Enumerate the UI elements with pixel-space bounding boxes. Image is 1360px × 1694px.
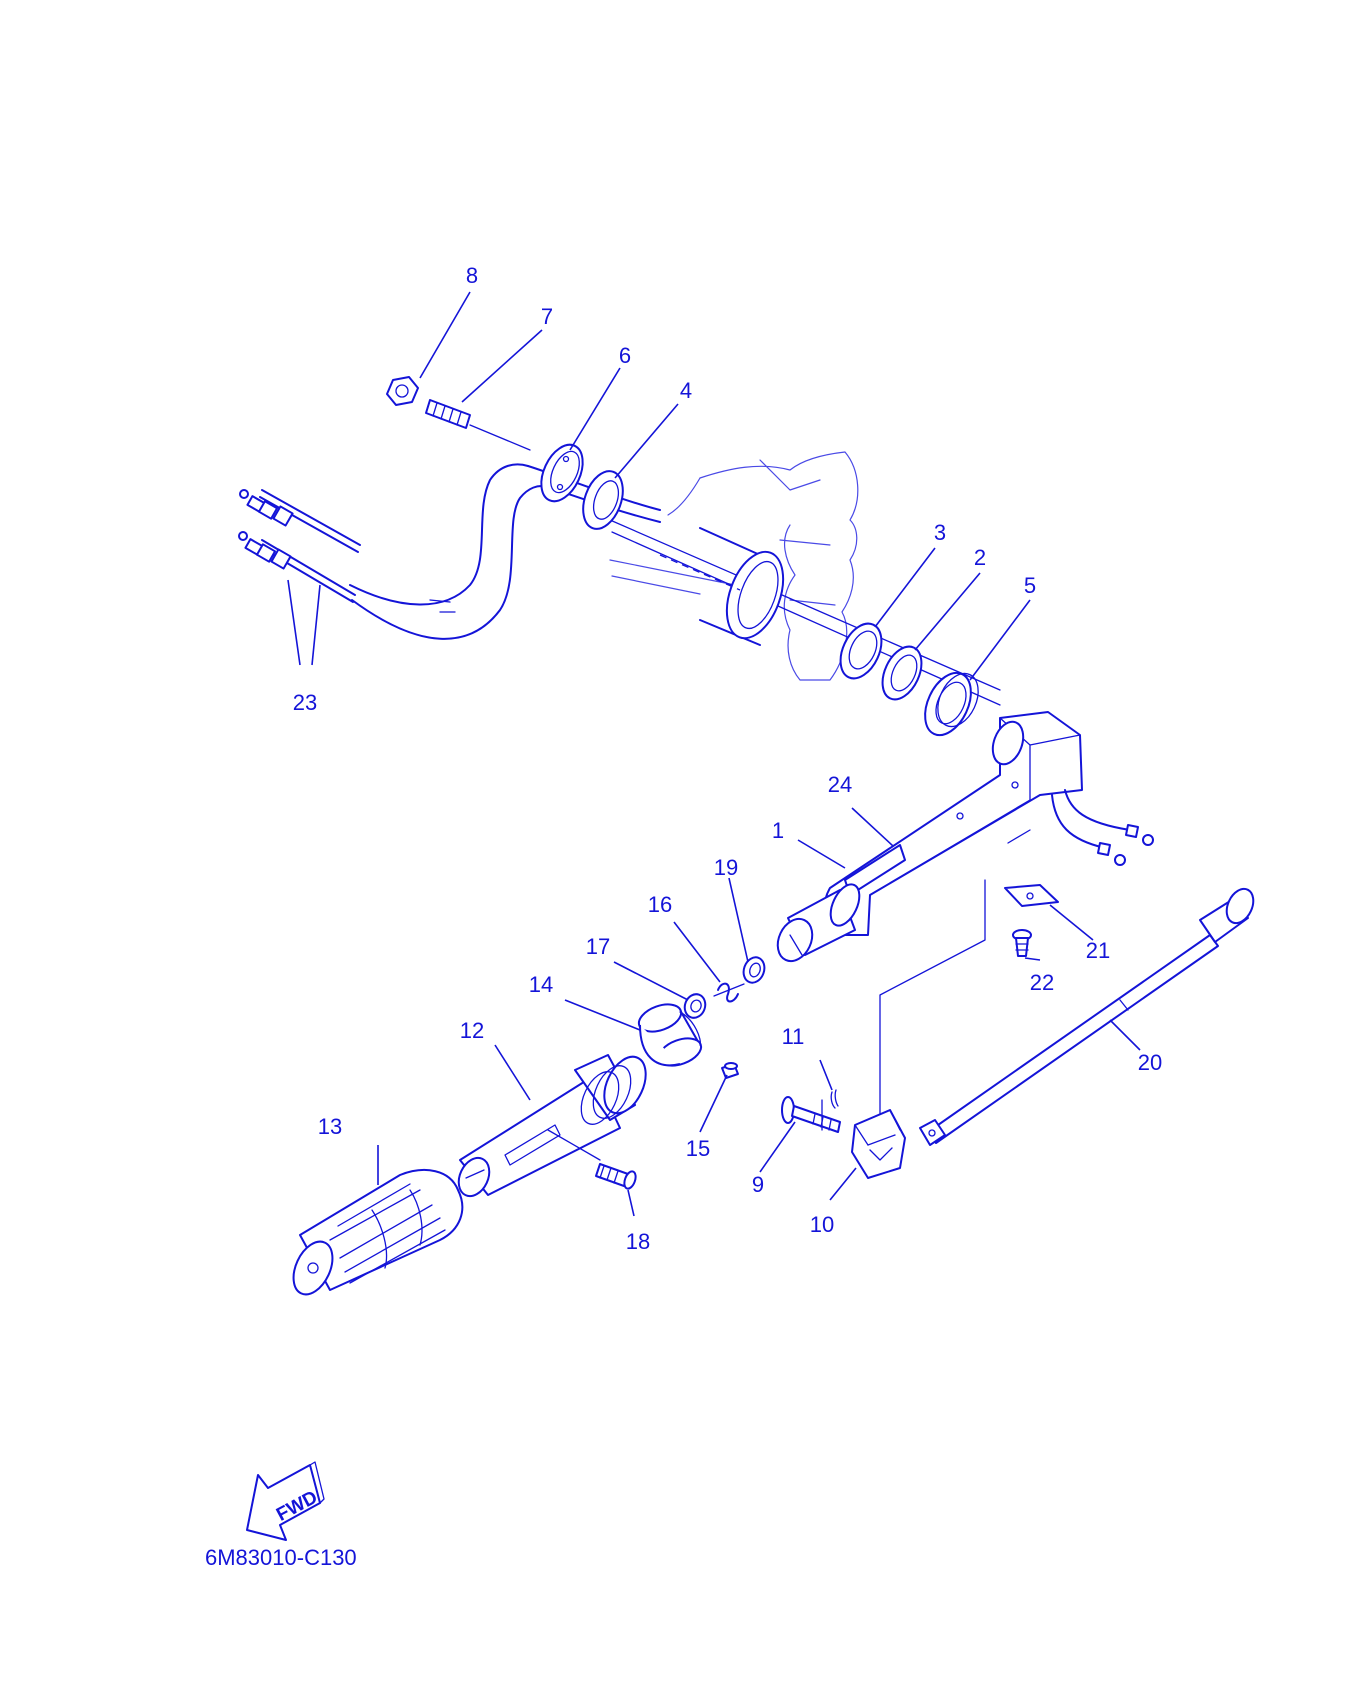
steering-handle-1 bbox=[776, 711, 1083, 963]
label-1: 1 bbox=[772, 818, 784, 843]
label-5: 5 bbox=[1024, 573, 1036, 598]
fwd-arrow-icon: FWD bbox=[246, 1461, 325, 1541]
steering-shaft-axis bbox=[469, 424, 1001, 706]
throttle-grip-13 bbox=[292, 1169, 464, 1296]
guide-10 bbox=[851, 1109, 906, 1179]
throttle-shaft-20 bbox=[919, 887, 1255, 1146]
label-13: 13 bbox=[318, 1114, 342, 1139]
washer-3 bbox=[839, 622, 883, 680]
label-9: 9 bbox=[752, 1172, 764, 1197]
label-4: 4 bbox=[680, 378, 692, 403]
label-24: 24 bbox=[828, 772, 852, 797]
label-22: 22 bbox=[1030, 970, 1054, 995]
collar-19 bbox=[742, 956, 766, 984]
label-18: 18 bbox=[626, 1229, 650, 1254]
screw-22 bbox=[1012, 929, 1032, 957]
bracket-sleeve bbox=[659, 527, 785, 646]
label-21: 21 bbox=[1086, 938, 1110, 963]
stud-bolt-7 bbox=[425, 399, 471, 429]
label-6: 6 bbox=[619, 343, 631, 368]
washer-17 bbox=[683, 993, 707, 1019]
label-20: 20 bbox=[1138, 1050, 1162, 1075]
leader-lines bbox=[287, 291, 1141, 1217]
label-15: 15 bbox=[686, 1136, 710, 1161]
pin-15 bbox=[721, 1062, 739, 1079]
assembly-guide-lines bbox=[879, 879, 986, 1136]
drawing-code: 6M83010-C130 bbox=[205, 1545, 357, 1570]
plate-21 bbox=[1004, 884, 1059, 907]
spring-16 bbox=[713, 982, 745, 1003]
label-8: 8 bbox=[466, 263, 478, 288]
label-12: 12 bbox=[460, 1018, 484, 1043]
throttle-sleeve-12 bbox=[457, 1054, 647, 1198]
washer-4 bbox=[582, 470, 624, 530]
cotter-pin-11 bbox=[821, 1089, 839, 1131]
kill-switch-wires bbox=[1051, 789, 1154, 866]
label-14: 14 bbox=[529, 972, 553, 997]
wave-washer-2 bbox=[881, 645, 923, 701]
plate-6 bbox=[540, 443, 584, 503]
label-16: 16 bbox=[648, 892, 672, 917]
engine-outline bbox=[609, 451, 859, 681]
label-17: 17 bbox=[586, 934, 610, 959]
part-number-labels: 1 2 3 4 5 6 7 8 9 10 11 12 13 14 15 16 1… bbox=[293, 263, 1162, 1254]
label-23: 23 bbox=[293, 690, 317, 715]
bolt-9 bbox=[781, 1096, 841, 1133]
label-11: 11 bbox=[782, 1024, 805, 1049]
nut-8 bbox=[386, 376, 419, 406]
label-7: 7 bbox=[541, 304, 553, 329]
collar-14 bbox=[637, 1003, 703, 1067]
label-19: 19 bbox=[714, 855, 738, 880]
label-3: 3 bbox=[934, 520, 946, 545]
bushing-5 bbox=[924, 671, 979, 737]
screw-18 bbox=[595, 1163, 637, 1190]
label-10: 10 bbox=[810, 1212, 834, 1237]
cable-end-fittings bbox=[238, 489, 294, 570]
label-2: 2 bbox=[974, 545, 986, 570]
